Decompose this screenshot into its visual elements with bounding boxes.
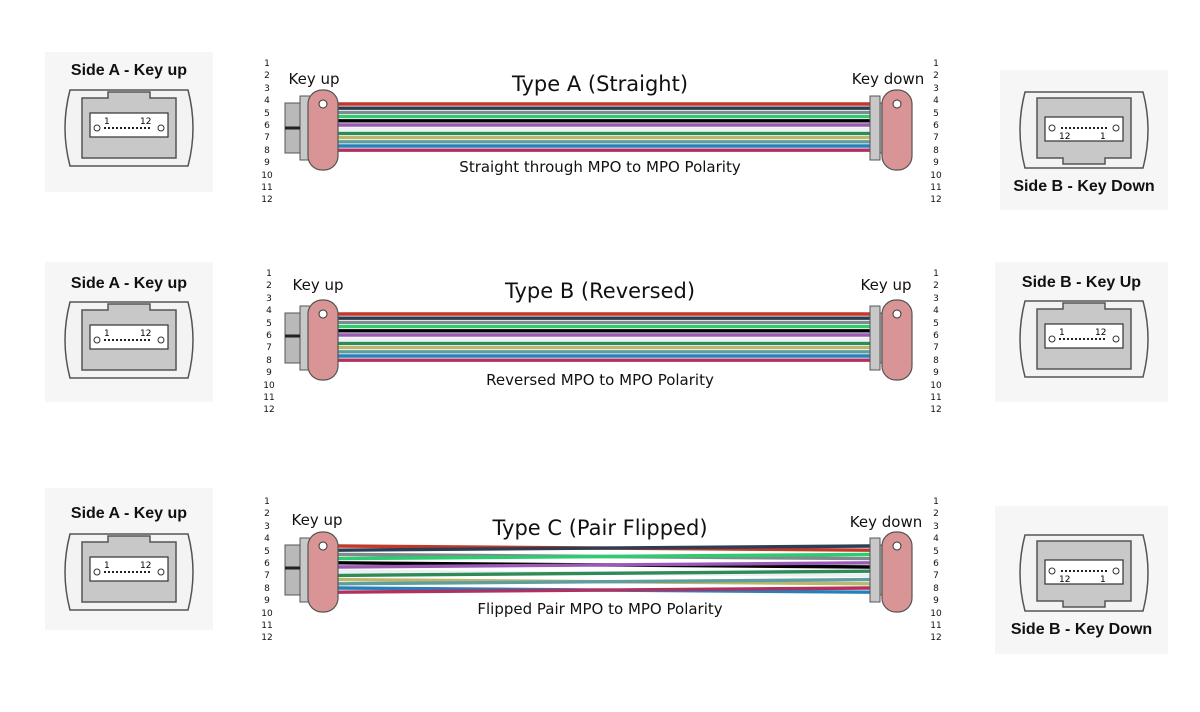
fiber-strand: [337, 577, 871, 586]
left-key-label: Key up: [291, 511, 343, 529]
row-title: Type B (Reversed): [504, 279, 696, 303]
side-a-connector-face: 1 12: [64, 89, 194, 167]
pin-label-right: 12: [140, 117, 151, 127]
fiber-strand: [337, 561, 871, 569]
fiber-bundle: [338, 312, 870, 362]
left-key-label: Key up: [292, 276, 344, 294]
pin-label-right: 1: [1100, 132, 1106, 142]
pin-label-left: 1: [104, 561, 110, 571]
side-b-label: Side B - Key Up: [1021, 274, 1142, 291]
pin-label-right: 12: [1095, 328, 1106, 338]
right-key-label: Key up: [860, 276, 912, 294]
pin-label-left: 1: [1059, 328, 1065, 338]
side-b-connector-face: 12 1: [1019, 91, 1149, 169]
row-caption: Reversed MPO to MPO Polarity: [486, 371, 714, 389]
row-caption: Straight through MPO to MPO Polarity: [459, 158, 741, 176]
cable-type-b: [284, 299, 913, 381]
side-b-label: Side B - Key Down: [1010, 621, 1153, 638]
fiber-strand: [337, 544, 871, 552]
row-title: Type A (Straight): [511, 72, 689, 96]
side-a-connector-face: 1 12: [64, 533, 194, 611]
pin-label-left: 12: [1059, 575, 1070, 585]
side-a-label: Side A - Key up: [70, 505, 188, 522]
pin-label-right: 1: [1100, 575, 1106, 585]
side-a-label: Side A - Key up: [70, 62, 188, 79]
right-key-label: Key down: [849, 513, 923, 531]
cable-type-c: [284, 531, 913, 613]
pin-label-left: 12: [1059, 132, 1070, 142]
side-a-connector-face: 1 12: [64, 301, 194, 379]
pin-label-right: 12: [140, 561, 151, 571]
row-title: Type C (Pair Flipped): [492, 516, 708, 540]
right-key-label: Key down: [851, 70, 925, 88]
side-b-label: Side B - Key Down: [1013, 178, 1155, 195]
fiber-bundle: [338, 102, 870, 152]
fiber-strand: [337, 569, 871, 578]
fiber-strand: [337, 552, 871, 561]
pin-label-left: 1: [104, 117, 110, 127]
side-b-connector-face: 12 1: [1019, 534, 1149, 612]
cable-type-a: [284, 89, 913, 171]
side-a-label: Side A - Key up: [70, 275, 188, 292]
side-b-connector-face: 1 12: [1019, 300, 1149, 378]
row-caption: Flipped Pair MPO to MPO Polarity: [477, 600, 723, 618]
pin-label-right: 12: [140, 329, 151, 339]
fiber-bundle: [337, 544, 871, 594]
left-key-label: Key up: [288, 70, 340, 88]
fiber-strand: [337, 586, 871, 594]
pin-label-left: 1: [104, 329, 110, 339]
